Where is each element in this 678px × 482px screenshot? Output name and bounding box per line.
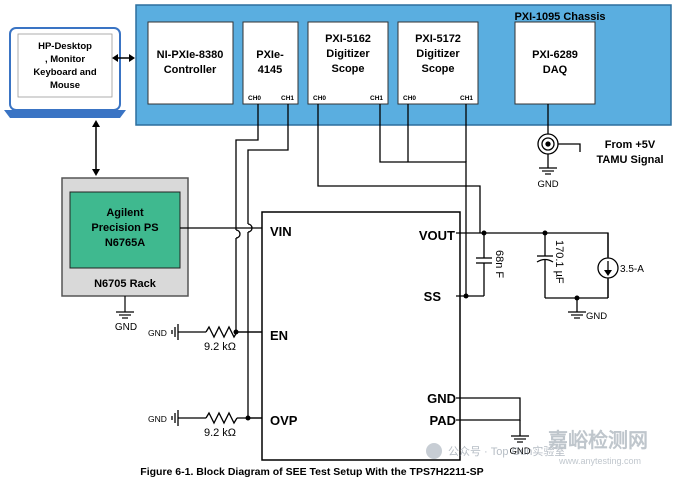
rack-title: N6705 Rack (94, 278, 157, 290)
module-pxi-5172-ch0: CH0 (403, 95, 416, 102)
module-pxi-5162-line3: Scope (331, 63, 364, 75)
module-controller: NI-PXIe-8380 Controller (147, 21, 234, 105)
gnd-label-en: GND (148, 328, 167, 338)
gnd-label-ovp: GND (148, 414, 167, 424)
ground-icon (116, 296, 134, 319)
node-vout-cap (542, 230, 548, 236)
laptop-line1: HP-Desktop (38, 41, 92, 52)
ground-icon (539, 167, 557, 175)
pin-ss: SS (424, 289, 442, 304)
node-vout (481, 230, 487, 236)
pin-ovp: OVP (270, 413, 298, 428)
pin-gnd: GND (427, 391, 456, 406)
module-pxi-5172-line2: Digitizer (416, 48, 460, 60)
laptop-line2: , Monitor (45, 54, 85, 65)
laptop-line3: Keyboard and (33, 67, 97, 78)
figure-caption: Figure 6-1. Block Diagram of SEE Test Se… (140, 466, 483, 478)
pin-vin: VIN (270, 224, 292, 239)
watermark-url: www.anytesting.com (558, 456, 641, 466)
gnd-label-rack: GND (115, 322, 137, 333)
ground-icon (511, 435, 529, 443)
bnc-connector-icon (537, 133, 559, 155)
module-pxi-5172-line3: Scope (421, 63, 454, 75)
en-resistor (171, 324, 262, 340)
ground-icon (568, 311, 586, 319)
cap-out-label: 170.1 µF (553, 240, 565, 284)
module-pxi-5162-line2: Digitizer (326, 48, 370, 60)
module-pxi-6289-line2: DAQ (543, 64, 568, 76)
module-pxi-5162-ch1: CH1 (370, 95, 383, 102)
module-pxie-4145-ch0: CH0 (248, 95, 261, 102)
supply-line1: Agilent (106, 207, 144, 219)
module-pxi-6289: PXI-6289 DAQ (514, 21, 596, 105)
watermark: 公众号 · Top Gun实验室 嘉峪检测网 www.anytesting.co… (426, 428, 648, 466)
signal-line2: TAMU Signal (596, 154, 663, 166)
module-pxi-5172-ch1: CH1 (460, 95, 473, 102)
link-laptop-rack (92, 120, 100, 176)
module-pxie-4145-line1: PXIe- (256, 49, 284, 61)
gnd-label-out: GND (586, 311, 607, 322)
watermark-line1: 公众号 · Top Gun实验室 (448, 444, 565, 458)
dut-block: VIN EN OVP VOUT SS GND PAD (261, 211, 461, 461)
node-en (233, 329, 239, 335)
supply-line3: N6765A (105, 237, 145, 249)
module-pxi-5162-ch0: CH0 (313, 95, 326, 102)
link-laptop-chassis (112, 54, 135, 62)
module-controller-line2: Controller (164, 64, 217, 76)
laptop-icon: HP-Desktop , Monitor Keyboard and Mouse (4, 27, 126, 118)
module-pxie-4145-ch1: CH1 (281, 95, 294, 102)
module-pxi-5162: PXI-5162 Digitizer Scope CH0 CH1 (307, 21, 389, 105)
node-rail (574, 295, 580, 301)
laptop-line4: Mouse (50, 80, 80, 91)
n6705-rack: Agilent Precision PS N6765A N6705 Rack (61, 177, 189, 297)
module-pxi-5172: PXI-5172 Digitizer Scope CH0 CH1 (397, 21, 479, 105)
pxi-chassis: PXI-1095 Chassis NI-PXIe-8380 Controller… (135, 4, 672, 126)
watermark-line2: 嘉峪检测网 (547, 428, 648, 452)
res-ovp-label: 9.2 kΩ (204, 427, 236, 439)
gnd-label-dut: GND (509, 446, 530, 457)
chassis-title: PXI-1095 Chassis (514, 11, 605, 23)
current-source-icon (597, 233, 619, 298)
supply-line2: Precision PS (91, 222, 158, 234)
node-ovp (245, 415, 251, 421)
res-en-label: 9.2 kΩ (204, 341, 236, 353)
load-label: 3.5-A (620, 264, 644, 275)
module-pxi-6289-line1: PXI-6289 (532, 49, 578, 61)
pin-pad: PAD (430, 413, 456, 428)
module-pxie-4145-line2: 4145 (258, 64, 282, 76)
pin-vout: VOUT (419, 228, 455, 243)
cap-ss-label: 68n F (493, 250, 505, 278)
module-pxi-5172-line1: PXI-5172 (415, 33, 461, 45)
signal-line1: From +5V (605, 139, 656, 151)
module-pxi-5162-line1: PXI-5162 (325, 33, 371, 45)
node-ss (463, 293, 469, 299)
pin-en: EN (270, 328, 288, 343)
module-controller-line1: NI-PXIe-8380 (157, 49, 224, 61)
module-pxie-4145: PXIe- 4145 CH0 CH1 (242, 21, 299, 105)
gnd-label-daq: GND (537, 179, 558, 190)
